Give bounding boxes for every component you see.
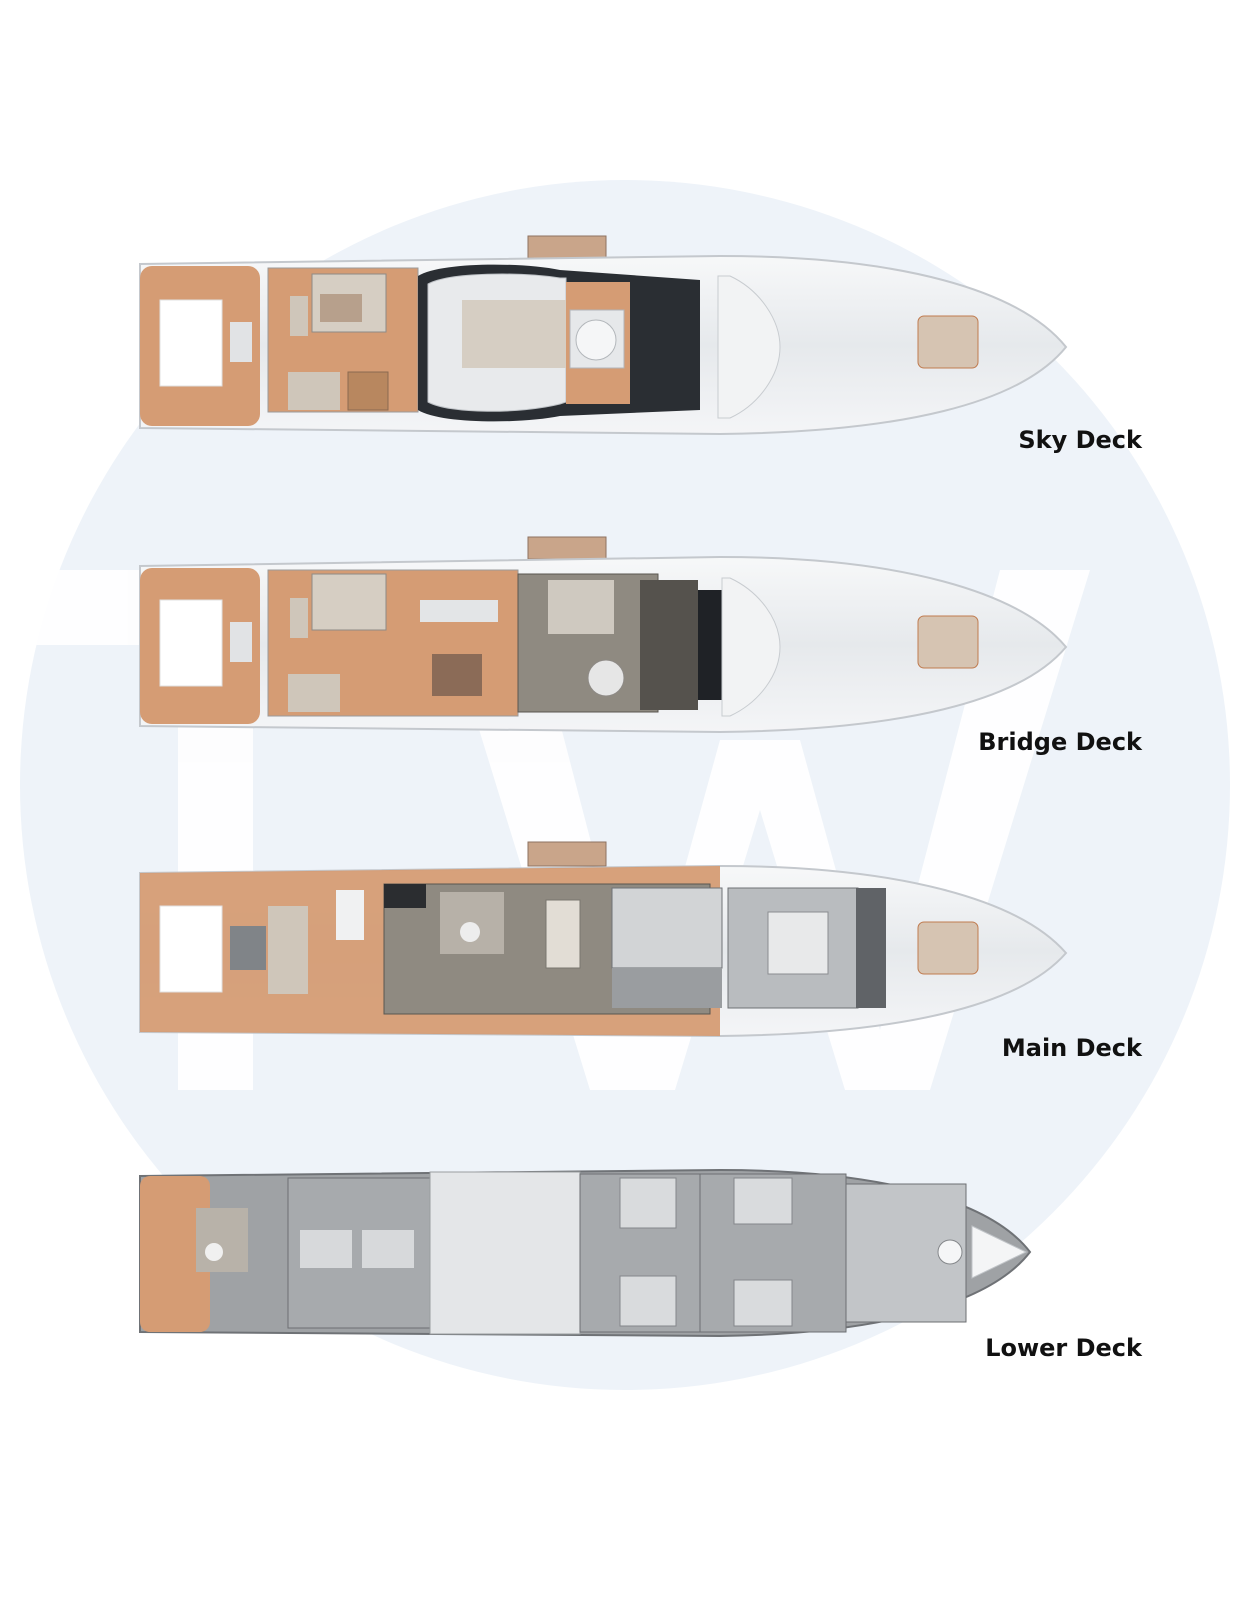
sky-deck-plan	[139, 235, 1068, 436]
sky-deck-label: Sky Deck	[1018, 426, 1142, 454]
main-deck-plan	[139, 841, 1068, 1038]
bridge-deck-label: Bridge Deck	[978, 728, 1142, 756]
lower-deck-label: Lower Deck	[985, 1334, 1142, 1362]
main-deck-label: Main Deck	[1001, 1034, 1142, 1062]
bridge-deck-plan	[139, 536, 1068, 734]
lower-deck-plan	[139, 1168, 1032, 1338]
